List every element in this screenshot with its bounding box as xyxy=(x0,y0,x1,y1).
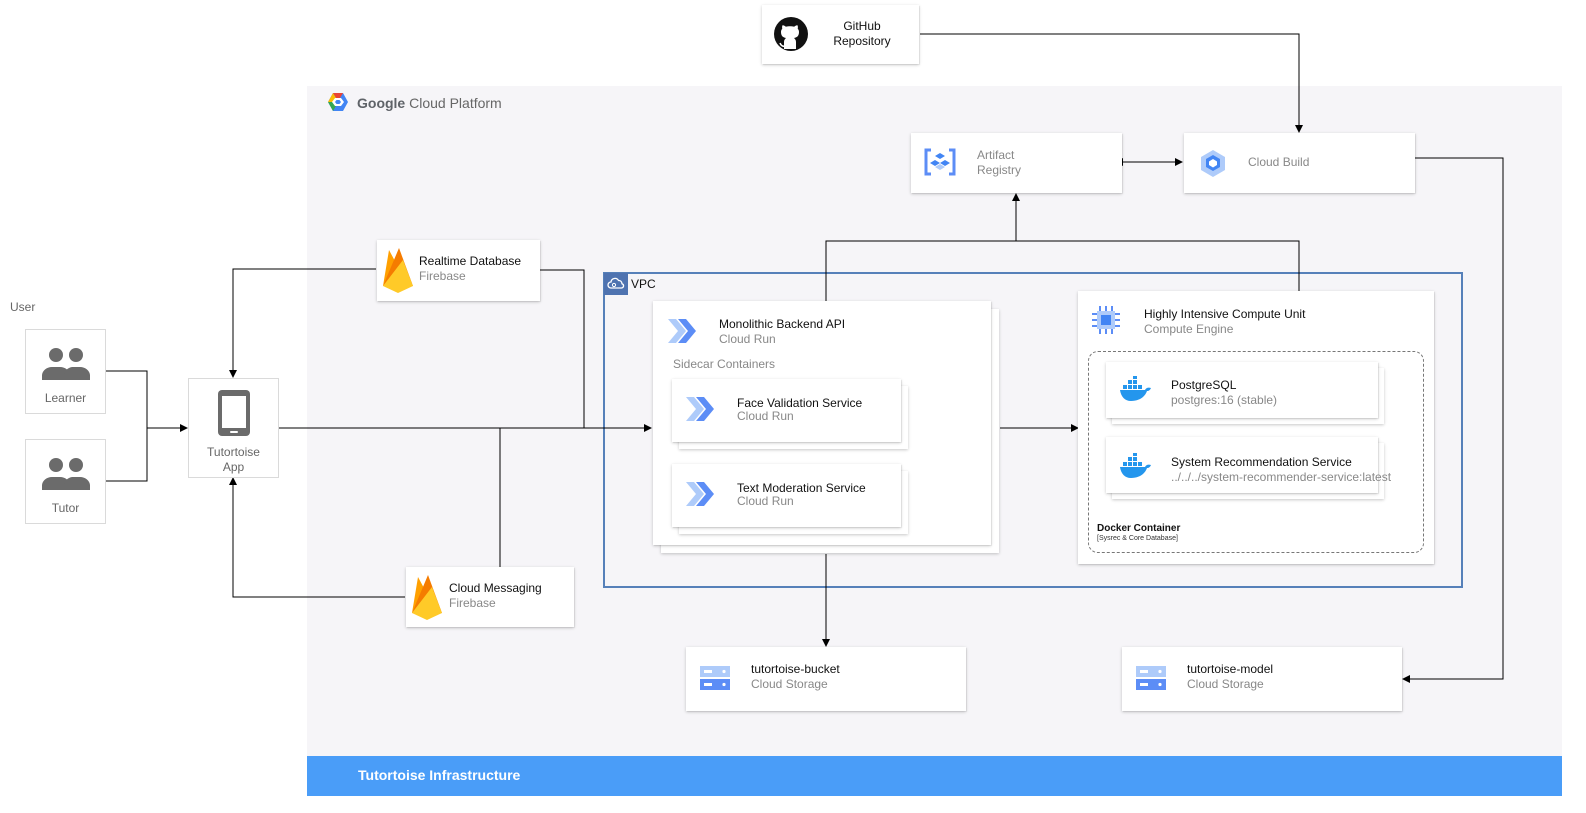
footer-label: Tutortoise Infrastructure xyxy=(358,767,521,783)
firebase-icon xyxy=(410,573,444,626)
learner-label: Learner xyxy=(44,391,87,405)
compute-engine-node[interactable]: Highly Intensive Compute Unit Compute En… xyxy=(1078,291,1434,564)
text-moderation-node[interactable]: Text Moderation Service Cloud Run xyxy=(672,464,901,527)
artifact-registry-node[interactable]: Artifact Registry xyxy=(911,133,1122,193)
model-subtitle: Cloud Storage xyxy=(1187,677,1264,691)
edge-learner-app xyxy=(105,370,188,432)
docker-icon xyxy=(1119,376,1153,407)
recommender-subtitle: ../../../system-recommender-service:late… xyxy=(1171,470,1392,484)
docker-container-title: Docker Container xyxy=(1097,523,1181,534)
cloud-build-label: Cloud Build xyxy=(1248,155,1310,169)
system-recommendation-node[interactable]: System Recommendation Service ../../../s… xyxy=(1106,437,1391,493)
postgresql-node[interactable]: PostgreSQL postgres:16 (stable) xyxy=(1106,362,1378,418)
github-icon xyxy=(773,16,809,57)
vpc-icon xyxy=(604,273,628,295)
tutortoise-model-node[interactable]: tutortoise-model Cloud Storage xyxy=(1122,647,1402,711)
artifact-label-line2: Registry xyxy=(977,163,1022,177)
gcp-brand: Google xyxy=(357,95,406,111)
tutortoise-bucket-node[interactable]: tutortoise-bucket Cloud Storage xyxy=(686,647,966,711)
messaging-subtitle: Firebase xyxy=(449,596,496,610)
face-subtitle: Cloud Run xyxy=(737,409,794,423)
compute-title: Highly Intensive Compute Unit xyxy=(1144,307,1306,321)
gcp-title-text: Cloud Platform xyxy=(409,95,502,111)
tutortoise-app-node[interactable]: Tutortoise App xyxy=(188,378,279,478)
vpc-label: VPC xyxy=(631,277,656,291)
cloud-build-node[interactable]: Cloud Build xyxy=(1184,133,1415,193)
mobile-phone-icon xyxy=(217,389,251,442)
bucket-title: tutortoise-bucket xyxy=(751,662,840,676)
realtime-database-node[interactable]: Realtime Database Firebase xyxy=(377,240,540,301)
artifact-label-line1: Artifact xyxy=(977,148,1015,162)
cloud-run-icon xyxy=(684,395,716,428)
users-icon xyxy=(40,346,92,387)
postgres-title: PostgreSQL xyxy=(1171,378,1237,392)
bucket-subtitle: Cloud Storage xyxy=(751,677,828,691)
github-label-line1: GitHub xyxy=(843,19,881,33)
github-repository-node[interactable]: GitHub Repository xyxy=(762,5,919,64)
compute-subtitle: Compute Engine xyxy=(1144,322,1234,336)
app-label-line2: App xyxy=(222,460,245,474)
docker-container-boundary xyxy=(1088,351,1424,553)
tutor-label: Tutor xyxy=(51,501,80,515)
cloud-run-icon xyxy=(684,480,716,513)
compute-engine-icon xyxy=(1091,305,1121,340)
cloud-build-icon xyxy=(1198,148,1228,183)
backend-subtitle: Cloud Run xyxy=(719,332,776,346)
docker-icon xyxy=(1119,453,1153,484)
users-icon xyxy=(40,456,92,497)
learner-node[interactable]: Learner xyxy=(25,329,106,414)
gcp-logo-icon xyxy=(327,92,349,115)
artifact-registry-icon xyxy=(924,147,956,182)
text-subtitle: Cloud Run xyxy=(737,494,794,508)
rtdb-subtitle: Firebase xyxy=(419,269,466,283)
backend-title: Monolithic Backend API xyxy=(719,317,846,331)
sidecar-label: Sidecar Containers xyxy=(673,357,776,371)
rtdb-title: Realtime Database xyxy=(419,254,522,268)
firebase-icon xyxy=(381,246,415,299)
cloud-messaging-node[interactable]: Cloud Messaging Firebase xyxy=(406,567,574,627)
model-title: tutortoise-model xyxy=(1187,662,1274,676)
face-validation-node[interactable]: Face Validation Service Cloud Run xyxy=(672,379,901,442)
docker-container-subtitle: [Sysrec & Core Database] xyxy=(1097,535,1178,542)
postgres-subtitle: postgres:16 (stable) xyxy=(1171,393,1278,407)
gcp-title: Google Cloud Platform xyxy=(327,92,502,115)
github-label-line2: Repository xyxy=(833,34,891,48)
messaging-title: Cloud Messaging xyxy=(449,581,542,595)
cloud-storage-icon xyxy=(1135,664,1167,697)
user-group-label: User xyxy=(10,300,36,314)
cloud-storage-icon xyxy=(699,664,731,697)
footer-bar: Tutortoise Infrastructure xyxy=(307,756,1562,796)
tutor-node[interactable]: Tutor xyxy=(25,439,106,524)
face-title: Face Validation Service xyxy=(737,396,863,410)
app-label-line1: Tutortoise xyxy=(207,445,260,459)
text-title: Text Moderation Service xyxy=(737,481,866,495)
cloud-run-icon xyxy=(666,317,698,350)
recommender-title: System Recommendation Service xyxy=(1171,455,1352,469)
edge-tutor-app xyxy=(105,428,148,482)
